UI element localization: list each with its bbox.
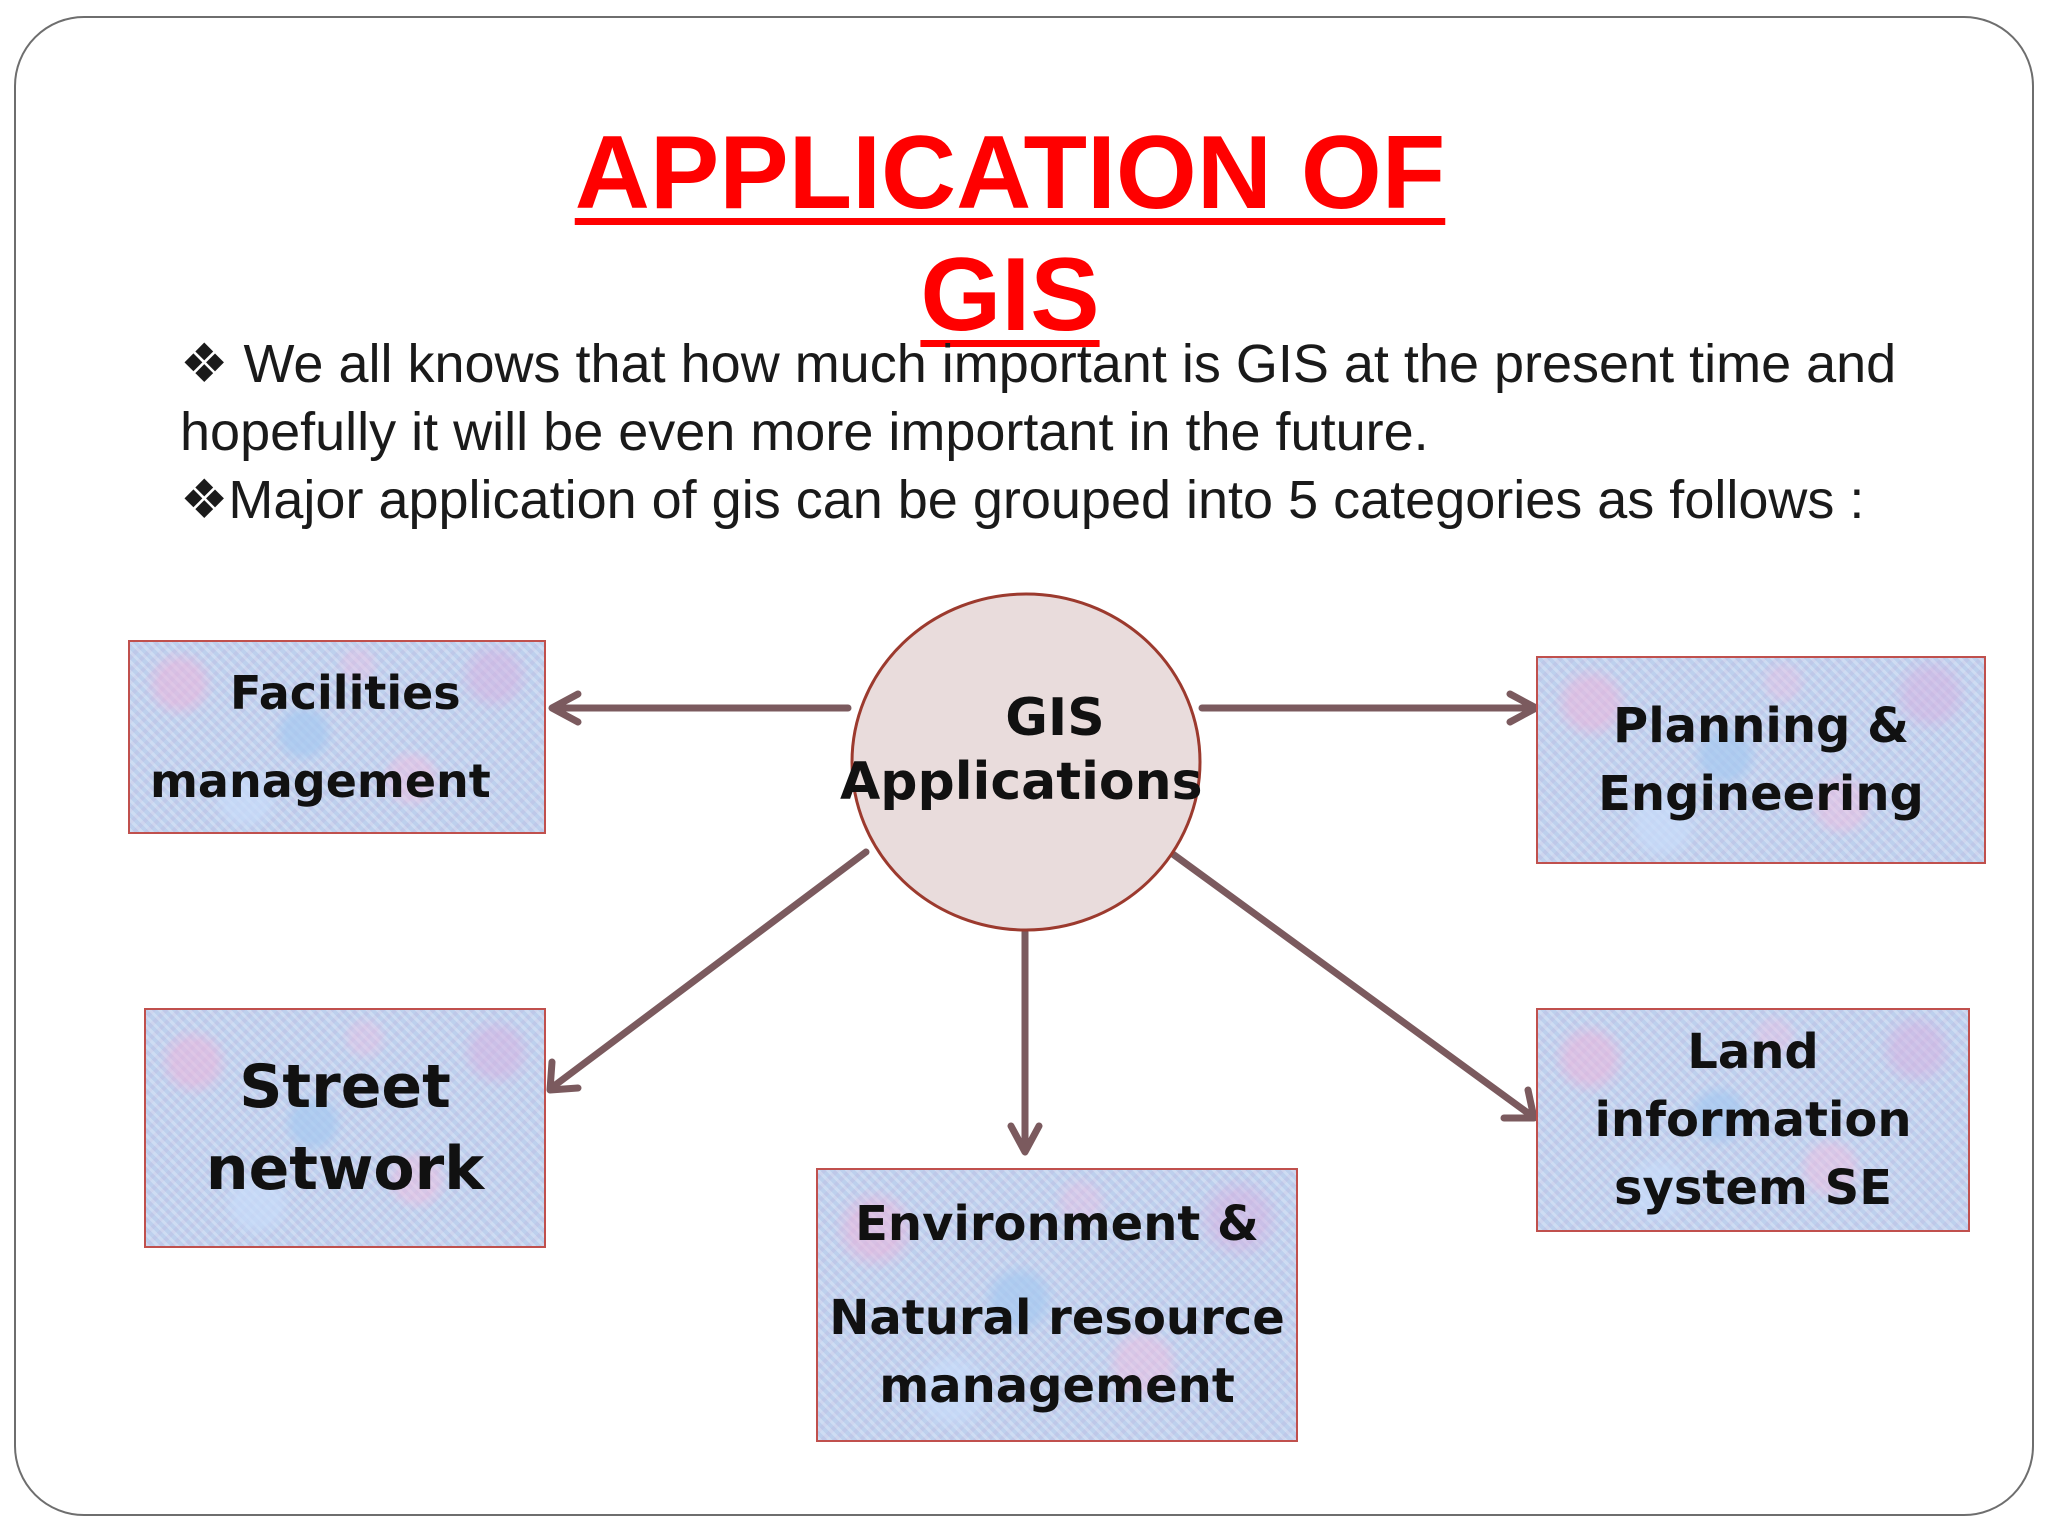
bullet-item-1: ❖ We all knows that how much important i… (180, 330, 1950, 466)
bullet-symbol-icon: ❖ (180, 470, 229, 530)
bullet-item-2: ❖Major application of gis can be grouped… (180, 466, 1950, 534)
center-label-line-2: Applications (840, 752, 1203, 812)
land-line-1: Land (1687, 1024, 1819, 1080)
bullet-item-1-text: We all knows that how much important is … (180, 334, 1897, 462)
bullet-list: ❖ We all knows that how much important i… (180, 330, 1950, 534)
slide-title: APPLICATION OF GIS (540, 112, 1480, 356)
street-line-2: network (205, 1134, 485, 1204)
center-circle (850, 592, 1202, 932)
land-line-3: system SE (1613, 1160, 1892, 1216)
node-environment-natural-resource: Environment & Natural resource managemen… (816, 1168, 1298, 1442)
environment-line-2: Natural resource (829, 1290, 1285, 1346)
environment-line-1: Environment & (855, 1196, 1259, 1252)
planning-line-1: Planning & (1613, 698, 1909, 754)
facilities-line-1: Facilities (230, 666, 461, 720)
arrowhead-land-icon (1500, 1086, 1538, 1122)
planning-line-2: Engineering (1598, 766, 1924, 822)
arrowhead-facilities-icon (548, 690, 582, 726)
node-facilities-management: Facilities management (128, 640, 546, 834)
node-street-network: Street network (144, 1008, 546, 1248)
facilities-line-2: management (150, 754, 491, 808)
bullet-item-2-text: Major application of gis can be grouped … (228, 470, 1865, 530)
arrowhead-environment-icon (1007, 1122, 1043, 1156)
node-land-information-system: Land information system SE (1536, 1008, 1970, 1232)
center-label-line-1: GIS (1005, 688, 1105, 748)
environment-line-3: management (879, 1358, 1235, 1414)
land-line-2: information (1594, 1092, 1912, 1148)
title-line-2: GIS (920, 237, 1100, 353)
arrowhead-street-icon (546, 1058, 582, 1094)
node-planning-engineering: Planning & Engineering (1536, 656, 1986, 864)
title-line-1: APPLICATION OF (574, 115, 1446, 231)
bullet-symbol-icon: ❖ (180, 334, 229, 394)
street-line-1: Street (239, 1052, 451, 1122)
arrow-to-land (1166, 848, 1536, 1120)
arrow-to-street (550, 848, 870, 1090)
center-node-label: GIS Applications (840, 686, 1203, 814)
